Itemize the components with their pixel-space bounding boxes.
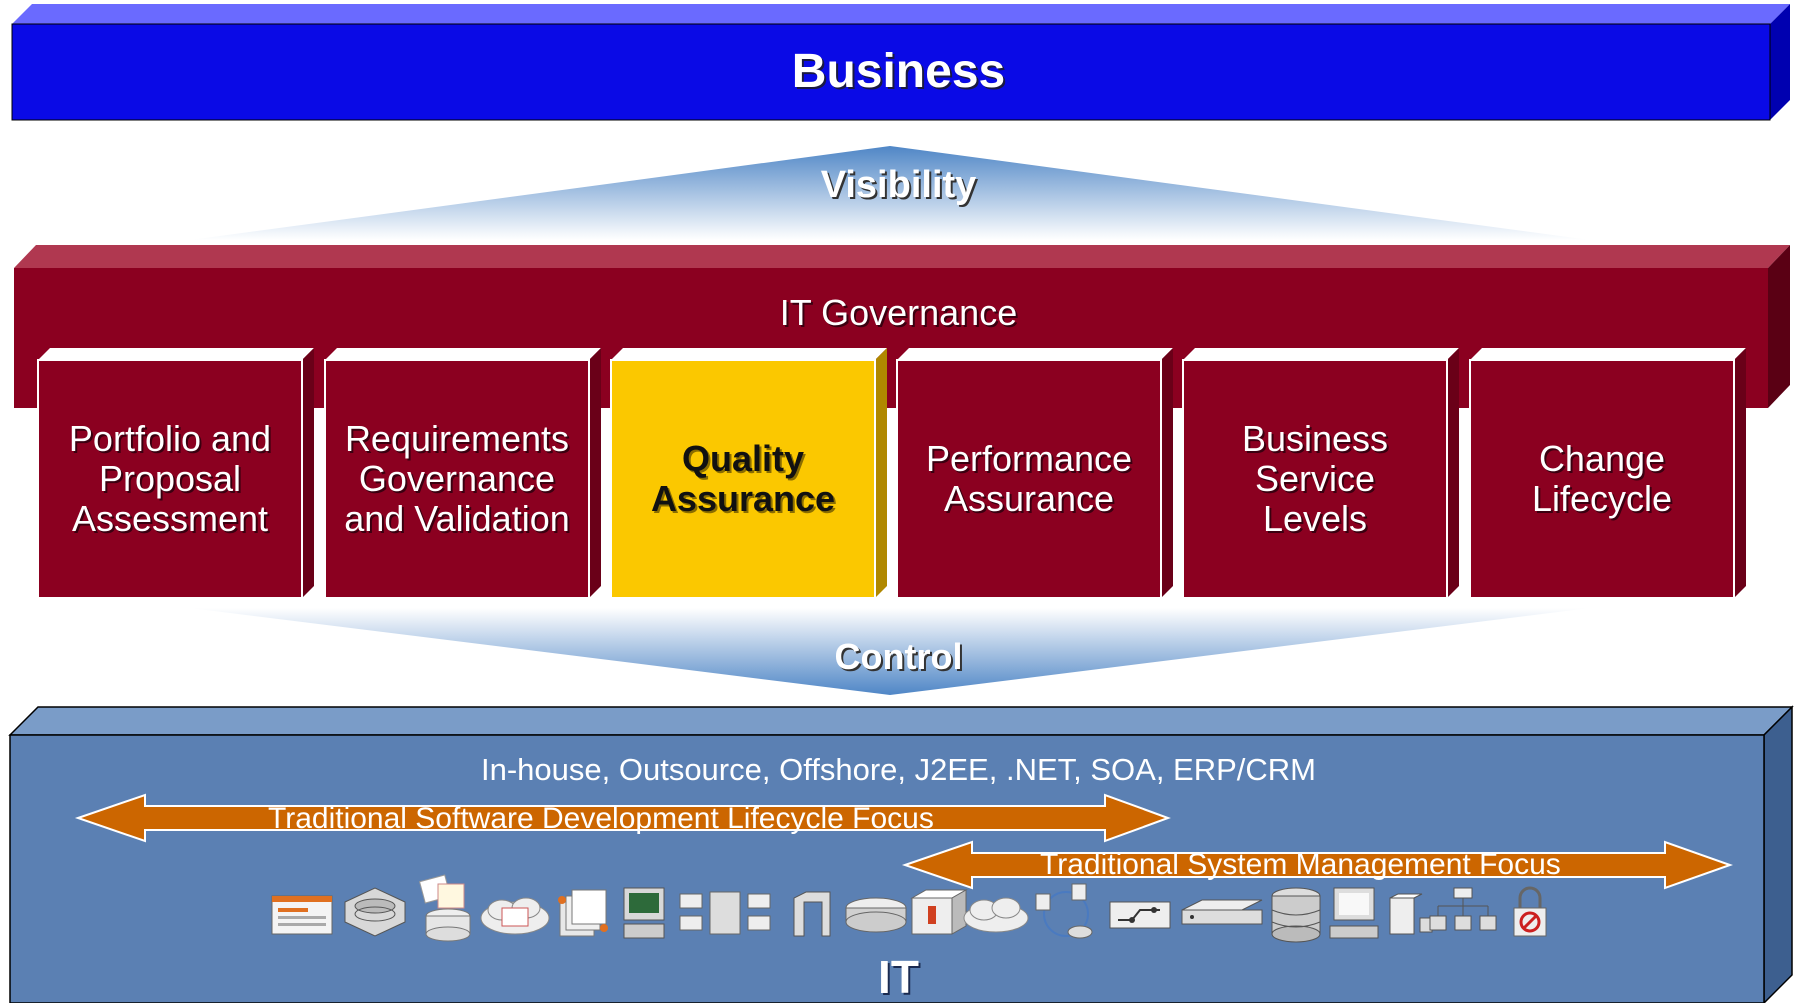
- network-switch-icon: [1109, 901, 1171, 929]
- control-triangle: [190, 608, 1590, 695]
- visibility-label: Visibility: [820, 164, 977, 206]
- documents-database-icon: [418, 874, 471, 942]
- governance-box-requirements: [324, 348, 601, 599]
- business-bar: [11, 4, 1790, 121]
- database-icon: [1271, 887, 1321, 943]
- governance-box-portfolio: [37, 348, 314, 599]
- it-title: IT: [878, 951, 919, 1003]
- sdlc-focus-label: Traditional Software Development Lifecyc…: [268, 802, 934, 835]
- system-management-focus-label: Traditional System Management Focus: [1040, 848, 1561, 881]
- quality-box-label: Quality Assurance: [650, 438, 836, 519]
- service-levels-box-label: Business Service Levels: [1241, 418, 1389, 539]
- control-label: Control: [834, 636, 963, 677]
- server-rack-icon: [679, 891, 771, 935]
- hierarchy-network-icon: [1429, 887, 1497, 931]
- web-page-icon: [271, 895, 333, 935]
- router-icon: [845, 897, 907, 933]
- desktop-computer-icon: [1329, 887, 1379, 939]
- firewall-icon: [910, 889, 968, 935]
- sdlc-focus-arrow: [74, 793, 1171, 843]
- governance-box-quality: [610, 348, 887, 599]
- document-stack-icon: [558, 889, 608, 937]
- visibility-triangle: [190, 146, 1590, 240]
- requirements-box-label: Requirements Governance and Validation: [344, 418, 570, 539]
- governance-box-performance: [896, 348, 1173, 599]
- governance-box-change: [1469, 348, 1746, 599]
- cloud-window-icon: [480, 897, 550, 935]
- disk-storage-icon: [344, 887, 406, 937]
- workstation-icon: [623, 887, 665, 939]
- portfolio-box-label: Portfolio and Proposal Assessment: [68, 418, 272, 539]
- governance-box-service-levels: [1182, 348, 1459, 599]
- it-technologies: In-house, Outsource, Offshore, J2EE, .NE…: [480, 752, 1317, 787]
- lock-icon: [1513, 886, 1547, 937]
- business-title: Business: [791, 45, 1006, 98]
- system-management-focus-arrow: [901, 840, 1733, 890]
- governance-title: IT Governance: [779, 292, 1018, 333]
- change-box-label: Change Lifecycle: [1531, 438, 1673, 519]
- network-node-icon: [1035, 883, 1093, 939]
- arch-icon: [793, 891, 831, 937]
- performance-box-label: Performance Assurance: [925, 438, 1133, 519]
- cloud-icon: [963, 897, 1029, 933]
- rack-device-icon: [1181, 899, 1263, 925]
